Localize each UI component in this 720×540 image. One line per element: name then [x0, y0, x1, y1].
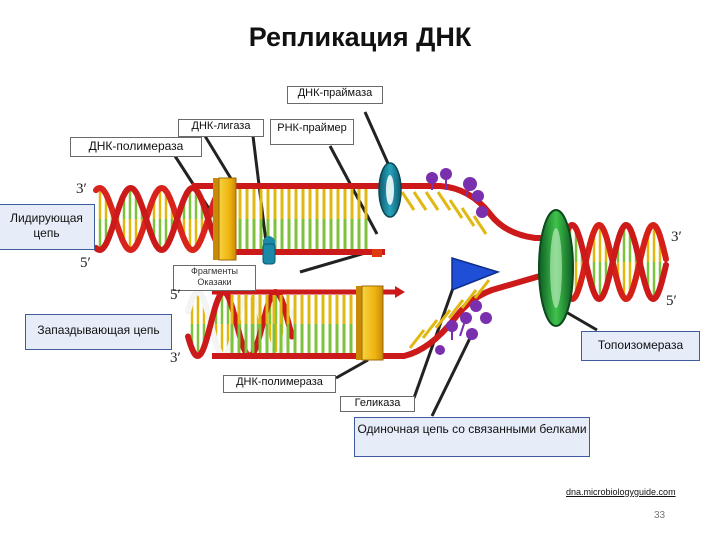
- label-lagging-strand: Запаздывающая цепь: [25, 314, 172, 350]
- single-strand-base: [472, 215, 488, 235]
- leading-strand-helix: [93, 184, 221, 254]
- label-topoisomerase: Топоизомераза: [581, 331, 700, 361]
- page-title: Репликация ДНК: [248, 22, 472, 52]
- single-strand-base: [408, 329, 426, 349]
- label-leading-strand: Лидирующая цепь: [0, 204, 95, 250]
- lagging-arrowhead: [395, 286, 405, 298]
- end-label-3prime: 3′: [170, 350, 181, 366]
- end-label-5prime: 5′: [666, 293, 677, 309]
- leading-rungs: [238, 189, 488, 249]
- end-label-5prime: 5′: [170, 287, 181, 303]
- rna-primer-segment: [372, 249, 382, 257]
- single-strand-base: [400, 191, 416, 211]
- dna-polymerase-leading-icon: [218, 177, 237, 261]
- single-strand-base: [460, 289, 478, 309]
- end-label-3prime: 3′: [76, 181, 87, 197]
- label-polymerase-bottom: ДНК-полимераза: [223, 375, 336, 393]
- pointer-lines: [173, 111, 598, 417]
- single-strand-base: [421, 319, 439, 339]
- dna-ligase-icon: [262, 243, 276, 265]
- single-strand-base: [447, 299, 465, 319]
- end-label-3prime: 3′: [671, 229, 682, 245]
- dna-polymerase-lagging-icon: [361, 285, 384, 361]
- label-rna-primer: РНК-праймер: [270, 119, 354, 145]
- single-strand-base: [412, 191, 428, 211]
- single-strand-base: [424, 191, 440, 211]
- helix-backbone-front: [93, 184, 221, 254]
- lagging-rungs: [230, 279, 491, 353]
- ssb-stalks: [431, 174, 471, 340]
- label-polymerase-top: ДНК-полимераза: [70, 137, 202, 157]
- single-strand-base: [434, 309, 452, 329]
- label-ssb: Одиночная цепь со связанными белками: [354, 417, 590, 457]
- source-link[interactable]: dna.microbiologyguide.com: [566, 487, 676, 497]
- single-strand-base: [473, 279, 491, 299]
- single-strand-base: [448, 199, 464, 219]
- label-ligase: ДНК-лигаза: [178, 119, 264, 137]
- single-strand-base: [460, 207, 476, 227]
- label-helicase: Геликаза: [340, 396, 415, 412]
- page-number: 33: [654, 510, 666, 521]
- helicase-icon: [451, 256, 501, 292]
- end-label-5prime: 5′: [80, 255, 91, 271]
- label-okazaki-fragments: Фрагменты Оказаки: [173, 265, 256, 291]
- label-primase: ДНК-праймаза: [287, 86, 383, 104]
- single-strand-base: [436, 191, 452, 211]
